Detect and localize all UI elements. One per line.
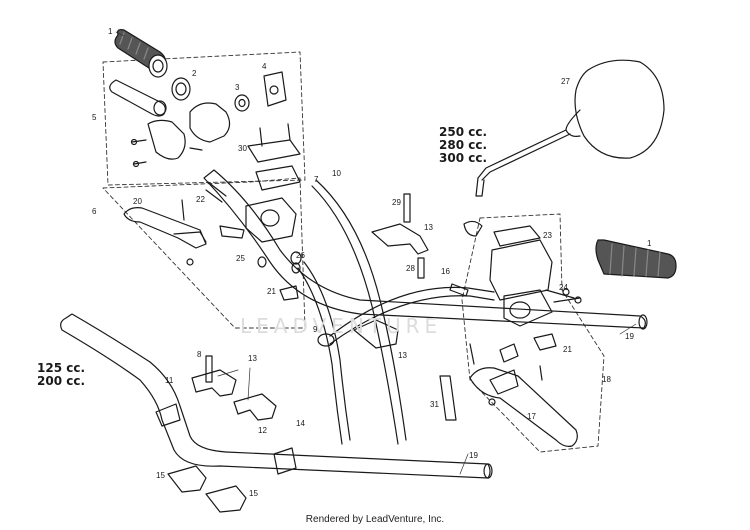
callout-30: 30 xyxy=(238,144,247,153)
clamp-13-lower-a xyxy=(191,369,237,397)
callout-14: 14 xyxy=(296,419,305,428)
washer-3 xyxy=(234,94,250,112)
brake-lever-17 xyxy=(469,367,578,447)
callout-3: 3 xyxy=(235,83,240,92)
displacement-250: 250 cc. xyxy=(439,125,488,139)
callout-8: 8 xyxy=(197,350,202,359)
callout-25: 25 xyxy=(236,254,245,263)
callout-19-lower: 19 xyxy=(469,451,478,460)
clamp-13-lower-b xyxy=(233,393,277,421)
cable-7 xyxy=(303,261,351,441)
cable-10 xyxy=(315,179,407,441)
handlebar-upper xyxy=(203,169,646,329)
callout-1-top: 1 xyxy=(108,27,113,36)
group-box-brake xyxy=(461,213,605,453)
ring-9 xyxy=(317,333,335,347)
callout-2: 2 xyxy=(192,69,197,78)
callout-19-upper: 19 xyxy=(625,332,634,341)
cover-30 xyxy=(247,139,301,163)
callout-4: 4 xyxy=(262,62,267,71)
callout-23: 23 xyxy=(543,231,552,240)
clamp-13-top xyxy=(371,223,429,255)
clamp-14 xyxy=(273,447,297,475)
callout-22: 22 xyxy=(196,195,205,204)
callout-21-left: 21 xyxy=(267,287,276,296)
throttle-housing-lower xyxy=(147,119,186,160)
grip-left xyxy=(114,28,168,78)
displacement-125: 125 cc. xyxy=(37,361,86,375)
bolt-29 xyxy=(403,193,411,223)
callout-7: 7 xyxy=(314,175,319,184)
clutch-lever-20 xyxy=(123,207,207,249)
clamp-13-mid xyxy=(353,319,399,349)
clamp-15-b xyxy=(205,485,247,513)
callout-29: 29 xyxy=(392,198,401,207)
callout-1-right: 1 xyxy=(647,239,652,248)
grip-right xyxy=(595,239,677,279)
displacement-300: 300 cc. xyxy=(439,150,488,165)
mirror-27 xyxy=(475,59,665,197)
callout-13-top: 13 xyxy=(424,223,433,232)
callout-27: 27 xyxy=(561,77,570,86)
cable-guide-4 xyxy=(263,71,287,107)
callout-12: 12 xyxy=(258,426,267,435)
callout-24: 24 xyxy=(559,283,568,292)
ring-2 xyxy=(171,77,191,101)
displacement-label-top: 250 cc. 280 cc. 300 cc. xyxy=(439,126,487,165)
callout-16: 16 xyxy=(441,267,450,276)
clamp-11 xyxy=(155,403,181,427)
throttle-housing xyxy=(189,102,231,143)
bolt-8 xyxy=(205,355,213,383)
footer-credit: Rendered by LeadVenture, Inc. xyxy=(305,514,445,525)
callout-5: 5 xyxy=(92,113,97,122)
watermark-text: LEADVENTURE xyxy=(240,314,443,338)
group-box-left-lever xyxy=(102,177,306,329)
callout-6: 6 xyxy=(92,207,97,216)
callout-28: 28 xyxy=(406,264,415,273)
callout-17: 17 xyxy=(527,412,536,421)
bracket-21-left xyxy=(279,285,299,301)
callout-13-mid: 13 xyxy=(398,351,407,360)
callout-15-left: 15 xyxy=(156,471,165,480)
callout-20: 20 xyxy=(133,197,142,206)
callout-21-right: 21 xyxy=(563,345,572,354)
callout-13-lower: 13 xyxy=(248,354,257,363)
throttle-tube xyxy=(109,79,166,117)
callout-9: 9 xyxy=(313,325,318,334)
displacement-label-bottom: 125 cc. 200 cc. xyxy=(37,362,85,388)
callout-15-right: 15 xyxy=(249,489,258,498)
group-box-throttle xyxy=(102,51,306,186)
bracket-31 xyxy=(439,375,457,421)
clamp-15-a xyxy=(167,465,207,493)
callout-26: 26 xyxy=(296,251,305,260)
callout-10: 10 xyxy=(332,169,341,178)
callout-11: 11 xyxy=(165,376,174,385)
displacement-200: 200 cc. xyxy=(37,373,86,388)
callout-18: 18 xyxy=(602,375,611,384)
callout-31: 31 xyxy=(430,400,439,409)
brake-master-cylinder xyxy=(489,239,553,301)
displacement-280: 280 cc. xyxy=(439,137,488,152)
